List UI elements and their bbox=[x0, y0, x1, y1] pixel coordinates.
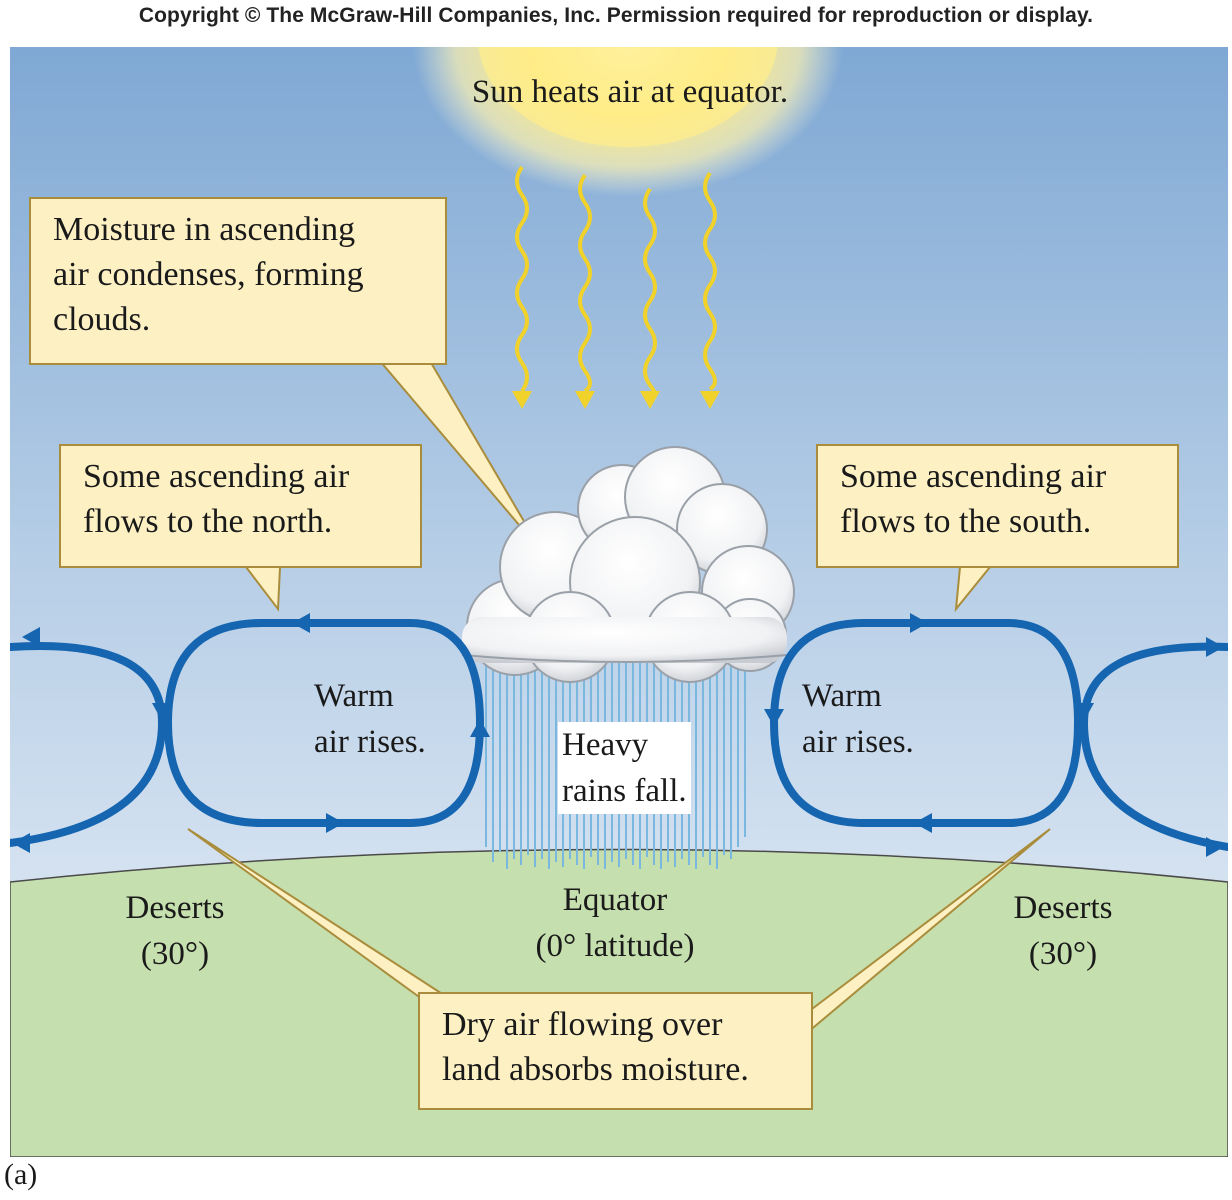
desert-label-right: Deserts (30°) bbox=[988, 885, 1138, 977]
atmospheric-circulation-diagram: Sun heats air at equator. Moisture in as… bbox=[10, 47, 1228, 1157]
desert-label-left: Deserts (30°) bbox=[100, 885, 250, 977]
callout-flows-north: Some ascending air flows to the north. bbox=[59, 444, 422, 568]
figure-label: (a) bbox=[4, 1158, 37, 1192]
copyright-notice: Copyright © The McGraw-Hill Companies, I… bbox=[0, 4, 1232, 28]
warm-air-label-left: Warm air rises. bbox=[314, 673, 426, 765]
warm-air-label-right: Warm air rises. bbox=[802, 673, 914, 765]
callout-flows-south: Some ascending air flows to the south. bbox=[816, 444, 1179, 568]
equator-label: Equator (0° latitude) bbox=[490, 877, 740, 969]
callout-condensation: Moisture in ascending air condenses, for… bbox=[29, 197, 447, 365]
sun-label: Sun heats air at equator. bbox=[410, 69, 850, 115]
heavy-rain-label: Heavy rains fall. bbox=[558, 722, 691, 814]
callout-dry-air: Dry air flowing over land absorbs moistu… bbox=[418, 992, 813, 1110]
